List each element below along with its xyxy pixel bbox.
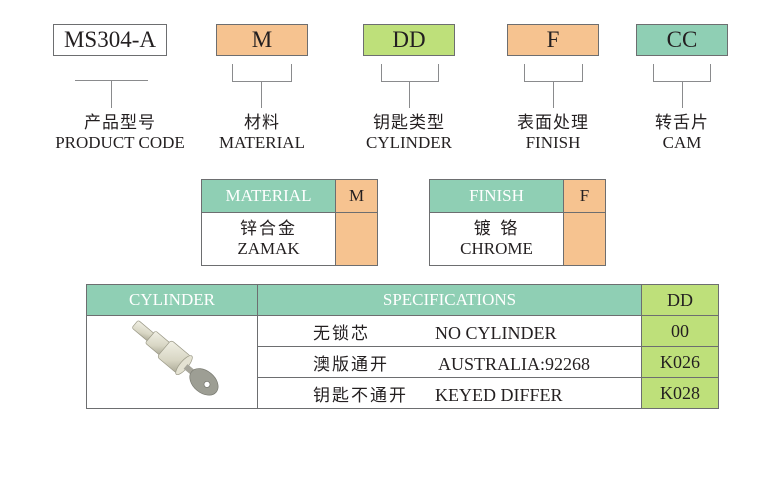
- cylinder-header-image: CYLINDER: [86, 284, 258, 316]
- finish-code-cell: [563, 212, 606, 266]
- spec-row-3-en: KEYED DIFFER: [435, 384, 563, 405]
- material-table-header: MATERIAL: [201, 179, 336, 213]
- cylinder-image-cell: [86, 315, 258, 409]
- spec-row-3-code: K028: [641, 377, 719, 409]
- material-table-code: M: [335, 179, 378, 213]
- code-box-material: M: [216, 24, 308, 56]
- spec-row-1-cn: 无锁芯: [313, 323, 370, 344]
- spec-row-3: 钥匙不通开 KEYED DIFFER: [257, 377, 642, 409]
- finish-table: FINISH F 镀 铬 CHROME: [429, 179, 606, 266]
- code-box-cylinder: DD: [363, 24, 455, 56]
- cylinder-header-code: DD: [641, 284, 719, 316]
- label-cylinder: 钥匙类型 CYLINDER: [366, 113, 452, 152]
- code-box-product: MS304-A: [53, 24, 167, 56]
- label-cam: 转舌片 CAM: [655, 113, 709, 152]
- material-code-cell: [335, 212, 378, 266]
- lock-cylinder-icon: [132, 320, 219, 396]
- cylinder-table: CYLINDER SPECIFICATIONS DD: [86, 284, 719, 409]
- code-cylinder-text: DD: [392, 27, 426, 52]
- finish-value-en: CHROME: [460, 239, 533, 258]
- spec-row-2-cn: 澳版通开: [313, 354, 389, 375]
- material-table: MATERIAL M 锌合金 ZAMAK: [201, 179, 378, 266]
- spec-row-2: 澳版通开 AUSTRALIA:92268: [257, 346, 642, 378]
- code-finish-text: F: [546, 27, 560, 52]
- finish-table-code: F: [563, 179, 606, 213]
- code-product-text: MS304-A: [63, 27, 156, 52]
- label-finish: 表面处理 FINISH: [517, 113, 589, 152]
- finish-value-cell: 镀 铬 CHROME: [429, 212, 564, 266]
- label-product-code: 产品型号 PRODUCT CODE: [55, 113, 185, 152]
- finish-table-header: FINISH: [429, 179, 564, 213]
- spec-row-1-en: NO CYLINDER: [435, 322, 557, 343]
- material-value-cell: 锌合金 ZAMAK: [201, 212, 336, 266]
- spec-row-2-en: AUSTRALIA:92268: [438, 353, 590, 374]
- connector-product-stem: [111, 80, 112, 108]
- spec-row-1-code: 00: [641, 315, 719, 347]
- code-material-text: M: [251, 27, 273, 52]
- material-value-en: ZAMAK: [237, 239, 300, 258]
- material-value-cn: 锌合金: [240, 219, 297, 239]
- spec-row-1: 无锁芯 NO CYLINDER: [257, 315, 642, 347]
- code-box-finish: F: [507, 24, 599, 56]
- cylinder-header-spec: SPECIFICATIONS: [257, 284, 642, 316]
- code-cam-text: CC: [666, 27, 698, 52]
- code-box-cam: CC: [636, 24, 728, 56]
- spec-row-3-cn: 钥匙不通开: [313, 385, 408, 406]
- spec-row-2-code: K026: [641, 346, 719, 378]
- finish-value-cn: 镀 铬: [473, 219, 520, 239]
- label-material: 材料 MATERIAL: [219, 113, 305, 152]
